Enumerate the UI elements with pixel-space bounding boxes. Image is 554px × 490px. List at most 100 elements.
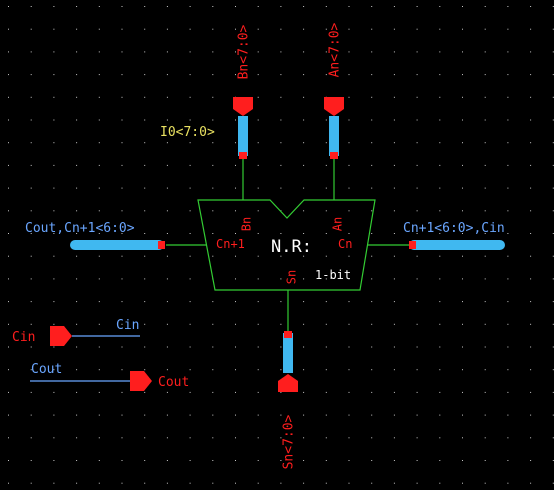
grid-dot [257, 391, 259, 393]
grid-dot [166, 96, 168, 98]
grid-dot [235, 482, 236, 484]
grid-dot [212, 51, 214, 53]
grid-dot [280, 369, 282, 371]
cout-pin[interactable]: Cout Cout [30, 362, 189, 391]
grid-dot [76, 164, 78, 166]
grid-dot [552, 28, 554, 30]
grid-dot [462, 96, 463, 98]
grid-dot [439, 6, 441, 7]
grid-dot [121, 74, 123, 76]
an-bus[interactable]: An<7:0> [324, 22, 344, 159]
grid-dot [189, 142, 191, 144]
grid-dot [212, 74, 214, 76]
grid-dot [144, 460, 146, 461]
grid-dot [121, 51, 123, 53]
grid-dot [235, 391, 236, 393]
grid-dot [212, 142, 214, 144]
right-bus-label: Cn+1<6:0>,Cin [403, 221, 505, 236]
bus-an[interactable] [329, 116, 339, 156]
grid-dot [484, 187, 486, 189]
grid-dot [325, 278, 327, 280]
grid-dot [371, 301, 373, 303]
grid-dot [303, 482, 305, 484]
grid-dot [552, 74, 554, 76]
grid-dot [30, 187, 32, 189]
pin-label-sn: Sn [285, 270, 299, 284]
cin-pin[interactable]: Cin Cin [12, 318, 140, 346]
grid-dot [8, 301, 9, 303]
grid-dot [552, 142, 554, 144]
grid-dot [325, 482, 327, 484]
grid-dot [348, 28, 350, 30]
grid-dot [371, 255, 373, 257]
grid-dot [53, 369, 55, 371]
grid-dot [76, 51, 78, 53]
bus-sn[interactable] [283, 333, 293, 373]
grid-dot [530, 51, 532, 53]
grid-dot [121, 255, 123, 257]
grid-dot [257, 187, 259, 189]
adder-symbol[interactable]: N.R: 1-bit Bn An Cn+1 Cn Sn [197, 199, 376, 291]
bus-bn[interactable] [238, 116, 248, 156]
port-bn-icon[interactable] [233, 97, 253, 116]
left-bus[interactable]: Cout,Cn+1<6:0> [25, 221, 165, 250]
sn-bus[interactable]: Sn<7:0> [278, 331, 298, 469]
grid-dot [462, 369, 463, 371]
bus-left[interactable] [70, 240, 164, 250]
grid-dot [121, 391, 123, 393]
grid-dot [8, 6, 9, 7]
grid-dot [552, 369, 554, 371]
grid-dot [507, 369, 509, 371]
pin-label-cn1: Cn+1 [216, 237, 245, 251]
grid-dot [121, 323, 123, 325]
grid-dot [121, 233, 123, 234]
grid-dot [530, 323, 532, 325]
port-an-icon[interactable] [324, 97, 344, 116]
grid-dot [416, 391, 418, 393]
port-cin-icon[interactable] [50, 326, 72, 346]
right-bus[interactable]: Cn+1<6:0>,Cin [403, 221, 505, 250]
adder-body-outline[interactable] [197, 199, 376, 291]
grid-dot [348, 142, 350, 144]
grid-dot [121, 346, 123, 348]
grid-dot [280, 391, 282, 393]
grid-dot [507, 164, 509, 166]
grid-dot [98, 346, 100, 348]
grid-dot [325, 164, 327, 166]
grid-dot [348, 460, 350, 461]
grid-dot [484, 96, 486, 98]
grid-dot [212, 28, 214, 30]
port-sn-label: Sn<7:0> [282, 414, 297, 469]
grid-dot [439, 74, 441, 76]
grid-dot [235, 51, 236, 53]
grid-dot [507, 391, 509, 393]
grid-dot [303, 391, 305, 393]
grid-dot [462, 255, 463, 257]
grid-dot [53, 278, 55, 280]
port-cout-icon[interactable] [130, 371, 152, 391]
net-wires[interactable] [166, 158, 409, 333]
grid-dot [530, 187, 532, 189]
grid-dot [484, 323, 486, 325]
grid-dot [166, 74, 168, 76]
grid-dot [30, 391, 32, 393]
grid-dot [235, 187, 236, 189]
grid-dot [416, 28, 418, 30]
grid-dot [144, 142, 146, 144]
grid-dot [530, 6, 532, 7]
grid-dot [212, 187, 214, 189]
grid-dot [348, 414, 350, 416]
grid-dot [507, 74, 509, 76]
grid-dot [462, 482, 463, 484]
grid-dot [484, 346, 486, 348]
grid-dot [121, 28, 123, 30]
grid-dot [416, 187, 418, 189]
bus-right[interactable] [409, 240, 505, 250]
grid-dot [462, 460, 463, 461]
grid-dot [257, 96, 259, 98]
grid-dot [121, 301, 123, 303]
grid-dot [348, 210, 350, 212]
grid-dot [212, 437, 214, 439]
bn-bus[interactable]: Bn<7:0> [233, 24, 253, 159]
port-sn-icon[interactable] [278, 374, 298, 392]
